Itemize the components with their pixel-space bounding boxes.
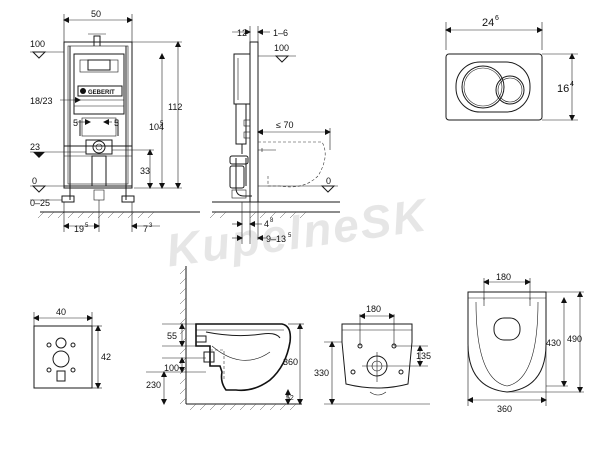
bowl-d52-label: 52 [286, 395, 294, 402]
flush-plate-view: 24 6 16 4 [445, 15, 578, 121]
wc-bowl-top [467, 291, 547, 393]
button-height-label: 18/23 [30, 96, 53, 106]
side-d4-sup: 8 [270, 218, 274, 224]
floor-zero-label: 0 [32, 176, 37, 186]
offset-7-label: 7 [143, 224, 148, 234]
top-d360-label: 360 [497, 404, 512, 414]
frame-side-view: 12 1–6 100 ≤ 70 0 [209, 26, 340, 244]
top-d430-label: 430 [546, 338, 561, 348]
bolt-left-label: 5 [73, 118, 78, 128]
height-33-label: 33 [140, 166, 150, 176]
height-104-sup: 5 [160, 121, 164, 127]
bowl-d360-label: 360 [283, 357, 298, 367]
brand-label: GEBERIT [88, 90, 115, 96]
flush-button-large [461, 65, 505, 109]
front-d180-label: 180 [366, 304, 381, 314]
bowl-front-view: 180 135 330 [314, 304, 431, 405]
bowl-d230-label: 230 [146, 380, 161, 390]
front-d135-label: 135 [416, 351, 431, 361]
top-d180-label: 180 [496, 272, 511, 282]
offset-7-sup: 3 [149, 223, 153, 229]
wc-bowl-outline [195, 323, 292, 392]
side-d4-label: 4 [264, 219, 269, 229]
panel-height-label: 42 [101, 352, 111, 362]
floor-range-label: 0–25 [30, 198, 50, 208]
front-d330-label: 330 [314, 368, 329, 378]
front-panel-view: 40 42 [33, 307, 111, 389]
side-d9-label: 9–13 [266, 234, 286, 244]
offset-19-label: 19 [74, 224, 84, 234]
front-panel [33, 325, 93, 389]
panel-width-label: 40 [56, 307, 66, 317]
wc-bowl-front [341, 323, 413, 389]
height-112-label: 112 [168, 102, 182, 112]
height-104-label: 104 [149, 122, 164, 132]
waste-height-label: 23 [30, 142, 40, 152]
flush-button-small [495, 75, 525, 105]
bowl-d100-label: 100 [164, 363, 179, 373]
bowl-top-view: 180 430 490 360 [467, 272, 584, 414]
bolt-right-label: 5 [114, 118, 119, 128]
plate-height-label: 16 [557, 83, 569, 95]
bowl-depth-label: ≤ 70 [276, 120, 293, 130]
frame-width-label: 50 [91, 9, 101, 19]
plate-width-label: 24 [482, 17, 494, 29]
frame-front-view: 50 GEBERIT [30, 9, 200, 234]
side-level-100-label: 100 [274, 43, 289, 53]
brand-logo-icon [80, 88, 86, 94]
top-d490-label: 490 [567, 334, 582, 344]
bowl-d55-label: 55 [167, 331, 177, 341]
watermark: KupelneSK [163, 188, 432, 276]
flush-plate [445, 53, 543, 121]
side-range-label: 1–6 [273, 28, 288, 38]
plate-width-sup: 6 [495, 15, 499, 22]
side-d9-sup: 5 [288, 233, 292, 239]
level-100-label: 100 [30, 39, 45, 49]
side-depth-label: 12 [237, 28, 247, 38]
plate-height-sup: 4 [570, 81, 574, 88]
bowl-side-view: 55 100 230 360 52 [146, 266, 304, 411]
offset-19-sup: 5 [85, 223, 89, 229]
side-zero-label: 0 [326, 176, 331, 186]
